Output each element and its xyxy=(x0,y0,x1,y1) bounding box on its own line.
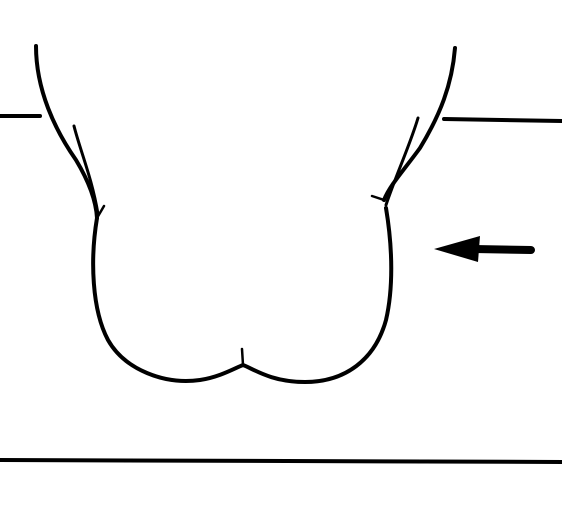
outline-shape xyxy=(34,44,457,384)
upper-horizontal-line-right xyxy=(442,117,562,123)
lower-horizontal-line xyxy=(0,458,562,464)
pointer-arrow-icon xyxy=(434,236,535,262)
